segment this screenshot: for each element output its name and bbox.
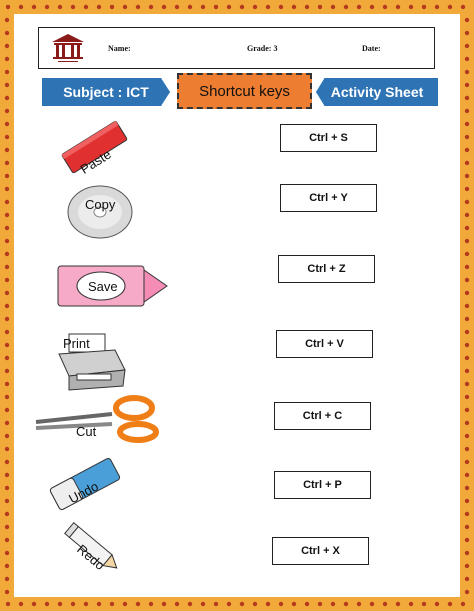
date-field-label: Date: xyxy=(362,44,381,53)
picture-label: Save xyxy=(88,279,118,294)
header-box xyxy=(38,27,435,69)
picture-label: Copy xyxy=(85,197,116,212)
cd-icon xyxy=(67,185,133,239)
shortcut-box[interactable]: Ctrl + V xyxy=(276,330,373,358)
page-title: Shortcut keys xyxy=(177,73,312,109)
shortcut-box[interactable]: Ctrl + X xyxy=(272,537,369,565)
redo-pencil-picture[interactable]: Redo xyxy=(60,517,126,579)
copy-cd-picture[interactable]: Copy xyxy=(66,183,134,241)
grade-label: Grade: 3 xyxy=(247,44,278,53)
name-field-label: Name: xyxy=(108,44,131,53)
shortcut-box[interactable]: Ctrl + Y xyxy=(280,184,377,212)
eraser-icon xyxy=(49,457,121,511)
subject-banner: Subject : ICT xyxy=(42,78,170,106)
undo-eraser-picture[interactable]: Undo xyxy=(45,456,125,512)
shortcut-box[interactable]: Ctrl + S xyxy=(280,124,377,152)
school-logo-icon xyxy=(44,32,92,64)
printer-icon xyxy=(58,333,126,391)
eraser-icon xyxy=(61,120,128,174)
paste-eraser-picture[interactable]: Paste xyxy=(55,118,135,176)
print-printer-picture[interactable]: Print xyxy=(55,330,127,392)
crayon-icon xyxy=(57,265,168,307)
shortcut-box[interactable]: Ctrl + C xyxy=(274,402,371,430)
cut-scissors-picture[interactable]: Cut xyxy=(34,394,160,444)
scissors-icon xyxy=(35,395,159,443)
picture-label: Cut xyxy=(76,424,97,439)
pencil-icon xyxy=(64,522,118,569)
activity-sheet-banner: Activity Sheet xyxy=(316,78,438,106)
shortcut-box[interactable]: Ctrl + Z xyxy=(278,255,375,283)
picture-label: Redo xyxy=(74,541,107,572)
save-crayon-picture[interactable]: Save xyxy=(55,262,170,310)
picture-label: Print xyxy=(63,336,90,351)
shortcut-box[interactable]: Ctrl + P xyxy=(274,471,371,499)
